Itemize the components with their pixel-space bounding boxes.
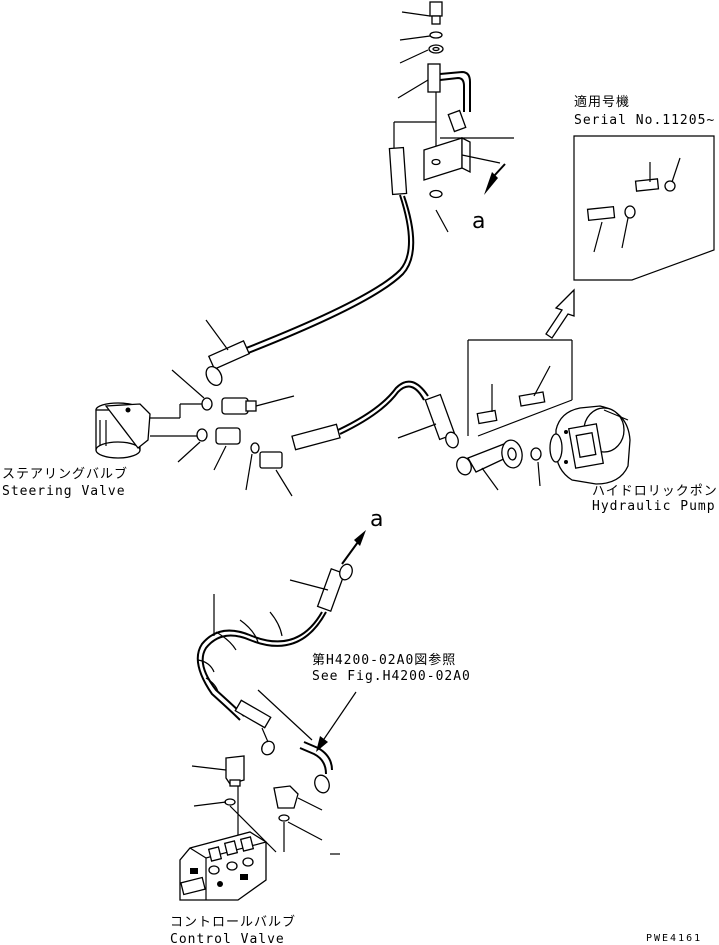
steering-fittings (171, 369, 295, 497)
hydraulic-pump (549, 405, 631, 485)
see-fig-label-jp: 第H4200-02A0図参照 (312, 652, 456, 668)
lower-hose (196, 563, 353, 756)
view-marker-mid: a (370, 507, 383, 532)
mounting-bracket (393, 121, 514, 199)
view-arrow-mid (341, 530, 366, 565)
view-marker-top: a (472, 209, 485, 234)
control-fittings (191, 755, 340, 855)
serial-label-jp: 適用号機 (574, 94, 630, 110)
hydraulic-pump-label-jp: ハイドロリックポンプ (592, 484, 719, 499)
see-fig-label-en: See Fig.H4200-02A0 (312, 669, 471, 684)
see-fig-arrow (316, 691, 357, 752)
control-valve (179, 831, 267, 901)
bracket-pipe (435, 70, 471, 233)
inset-arrow (545, 288, 575, 339)
serial-label-en: Serial No.11205~ (574, 113, 715, 128)
top-bolt-assembly (397, 1, 444, 99)
steering-valve (95, 402, 204, 459)
upper-hose (205, 146, 415, 386)
hydraulic-pump-label-en: Hydraulic Pump (592, 499, 716, 514)
middle-hose (291, 380, 459, 451)
pump-flange-box (456, 339, 573, 491)
control-valve-label-en: Control Valve (170, 932, 285, 945)
steering-valve-label-jp: ステアリングバルブ (2, 466, 128, 482)
control-valve-label-jp: コントロールバルブ (170, 914, 296, 930)
serial-inset-box (573, 135, 715, 281)
steering-valve-label-en: Steering Valve (2, 484, 126, 499)
drawing-code: PWE4161 (646, 933, 702, 944)
